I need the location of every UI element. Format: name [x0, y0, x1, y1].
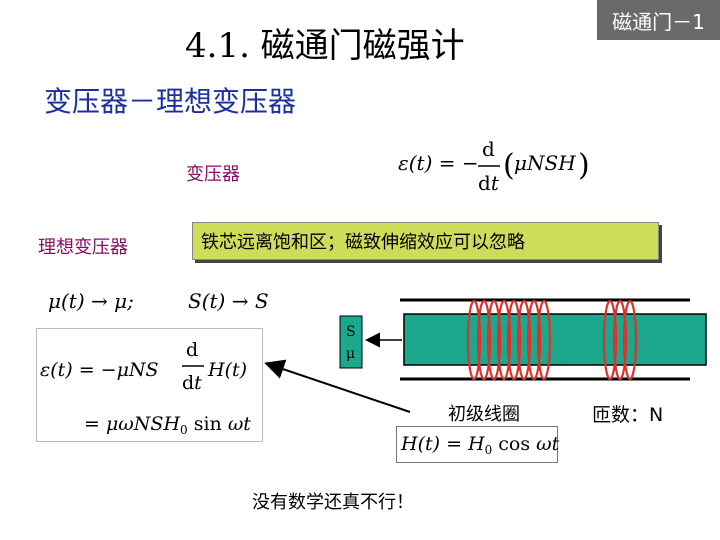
turns-label: 匝数：N — [592, 404, 664, 426]
transformer-label: 变压器 — [186, 164, 240, 185]
core-cross-section — [339, 315, 363, 369]
primary-coil-label: 初级线圈 — [448, 404, 520, 425]
field-equation-box — [396, 426, 558, 463]
svg-text:μ(t) → μ;: μ(t) → μ; — [48, 289, 134, 313]
assumption-note-text: 铁芯远离饱和区；磁致伸缩效应可以忽略 — [201, 232, 525, 253]
svg-text:μNSH: μNSH — [514, 151, 576, 175]
svg-text:ε(t) = −: ε(t) = − — [398, 151, 479, 175]
magnetic-core — [403, 313, 707, 366]
svg-text:): ) — [578, 148, 590, 183]
derived-equation: ε(t) = −μNS d dt H(t) = μωNSH0 sin ωt — [40, 339, 251, 437]
core-area-label: S — [346, 324, 356, 340]
ideal-transformer-label: 理想变压器 — [38, 237, 128, 258]
math-remark: 没有数学还真不行！ — [252, 492, 414, 513]
assumption-note: 铁芯远离饱和区；磁致伸缩效应可以忽略 — [192, 222, 659, 260]
svg-text:S(t) → S: S(t) → S — [188, 289, 269, 313]
slide-title: 4.1. 磁通门磁强计 — [185, 26, 465, 66]
field-equation: H(t) = H0 cos ωt — [400, 433, 560, 457]
svg-text:H(t) = H0 cos ωt: H(t) = H0 cos ωt — [400, 433, 560, 457]
svg-text:(: ( — [503, 148, 515, 183]
svg-text:H(t): H(t) — [207, 359, 247, 381]
svg-text:dt: dt — [478, 171, 500, 195]
emf-equation: ε(t) = − d dt ( μNSH ) — [398, 137, 590, 195]
svg-text:d: d — [482, 137, 495, 161]
slide-tag: 磁通门－1 — [597, 0, 720, 40]
svg-text:d: d — [186, 339, 198, 361]
svg-text:= μωNSH0 sin ωt: = μωNSH0 sin ωt — [84, 413, 251, 437]
ideal-conditions: μ(t) → μ; S(t) → S — [48, 289, 269, 313]
core-permeability-label: μ — [346, 346, 355, 362]
equation-box — [36, 328, 263, 442]
field-arrow — [264, 359, 411, 413]
slide-subtitle: 变压器－理想变压器 — [44, 85, 297, 118]
coil-windings — [466, 299, 638, 381]
svg-text:dt: dt — [182, 372, 202, 394]
svg-text:ε(t) = −μNS: ε(t) = −μNS — [40, 359, 159, 381]
